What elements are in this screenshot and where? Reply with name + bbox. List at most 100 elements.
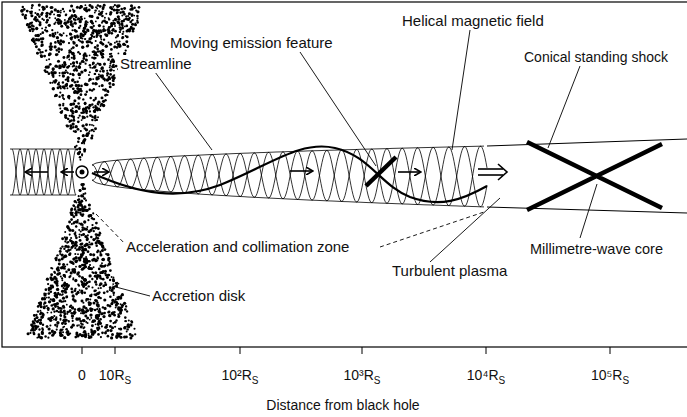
disk-dot [73, 296, 75, 298]
disk-dot [93, 36, 95, 38]
disk-dot [106, 90, 109, 93]
disk-dot [60, 276, 62, 278]
disk-dot [101, 249, 104, 252]
disk-dot [129, 17, 131, 19]
disk-dot [94, 299, 96, 301]
disk-dot [132, 19, 134, 21]
disk-dot [72, 102, 75, 105]
disk-dot [40, 40, 43, 43]
disk-dot [31, 38, 34, 41]
disk-dot [71, 229, 74, 232]
disk-dot [108, 274, 110, 276]
disk-dot [96, 278, 98, 280]
disk-dot [73, 10, 76, 13]
disk-dot [104, 80, 106, 82]
disk-dot [80, 112, 82, 114]
disk-dot [85, 112, 87, 114]
disk-dot [71, 78, 74, 81]
disk-dot [94, 299, 96, 301]
disk-dot [81, 46, 84, 49]
disk-dot [83, 279, 86, 282]
disk-dot [84, 192, 86, 194]
callout-label: Helical magnetic field [400, 12, 546, 30]
disk-dot [46, 71, 48, 73]
disk-dot [46, 278, 49, 281]
disk-dot [112, 322, 114, 324]
disk-dot [91, 67, 93, 69]
disk-dot [91, 35, 93, 37]
disk-dot [87, 267, 90, 270]
disk-dot [109, 263, 112, 266]
callout-label: Acceleration and collimation zone [124, 238, 351, 256]
disk-dot [46, 297, 48, 299]
disk-dot [111, 333, 114, 336]
disk-dot [69, 10, 72, 13]
disk-dot [71, 317, 73, 319]
tick-value: 10R [99, 367, 125, 383]
disk-dot [99, 5, 102, 8]
disk-dot [113, 277, 115, 279]
disk-dot [76, 205, 79, 208]
disk-dot [76, 272, 79, 275]
disk-dot [34, 43, 36, 45]
disk-dot [37, 305, 40, 308]
disk-dot [85, 287, 88, 290]
disk-dot [77, 120, 80, 123]
disk-dot [107, 274, 110, 277]
disk-dot [129, 21, 132, 24]
disk-dot [83, 326, 85, 328]
disk-dot [48, 52, 51, 55]
disk-dot [74, 111, 76, 113]
disk-dot [77, 117, 79, 119]
disk-dot [59, 92, 61, 94]
disk-dot [121, 15, 123, 17]
disk-dot [111, 58, 114, 61]
disk-dot [125, 305, 127, 307]
disk-dot [89, 319, 91, 321]
disk-dot [128, 29, 131, 32]
disk-dot [45, 49, 47, 51]
disk-dot [100, 52, 103, 55]
disk-dot [97, 257, 99, 259]
disk-dot [62, 300, 64, 302]
disk-dot [38, 48, 41, 51]
disk-dot [62, 8, 64, 10]
disk-dot [79, 233, 81, 235]
disk-dot [98, 76, 100, 78]
disk-dot [56, 254, 58, 256]
disk-dot [75, 266, 77, 268]
disk-dot [110, 32, 113, 35]
disk-dot [80, 222, 83, 225]
disk-dot [126, 35, 129, 38]
disk-dot [48, 54, 51, 57]
disk-dot [93, 65, 96, 68]
disk-dot [82, 183, 85, 186]
disk-dot [62, 97, 64, 99]
disk-dot [56, 329, 58, 331]
disk-dot [83, 311, 85, 313]
disk-dot [113, 46, 116, 49]
disk-dot [77, 18, 80, 21]
disk-dot [45, 50, 47, 52]
disk-dot [56, 36, 59, 39]
disk-dot [50, 71, 53, 74]
disk-dot [80, 90, 83, 93]
disk-dot [69, 211, 72, 214]
disk-dot [77, 253, 79, 255]
disk-dot [38, 4, 41, 7]
disk-dot [67, 72, 69, 74]
disk-dot [74, 288, 76, 290]
disk-dot [82, 134, 85, 137]
disk-dot [125, 40, 128, 43]
disk-dot [65, 70, 67, 72]
disk-dot [73, 54, 76, 57]
disk-dot [95, 236, 97, 238]
disk-dot [70, 38, 73, 41]
disk-dot [63, 247, 65, 249]
disk-dot [75, 332, 78, 335]
disk-dot [81, 249, 84, 252]
disk-dot [92, 212, 94, 214]
disk-dot [49, 13, 52, 16]
disk-dot [104, 326, 107, 329]
disk-dot [97, 116, 99, 118]
